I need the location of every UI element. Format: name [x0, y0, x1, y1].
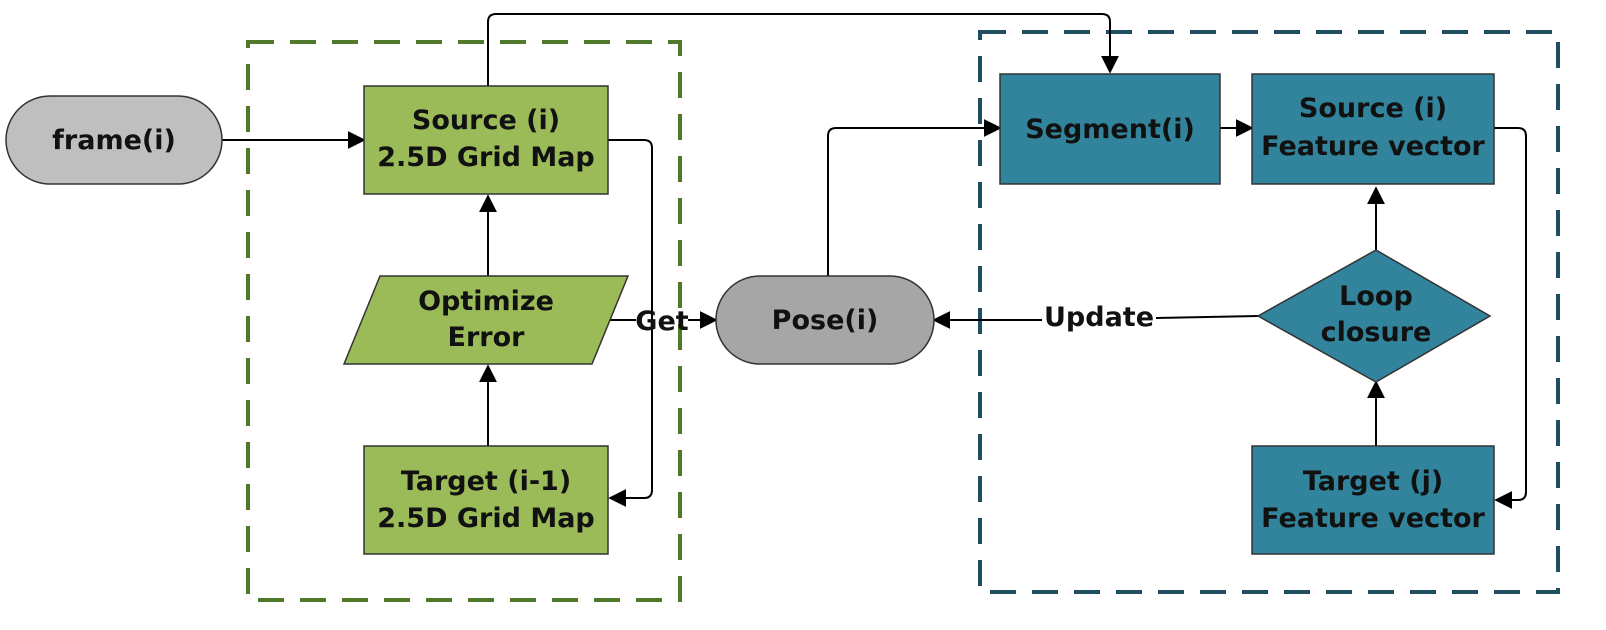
frame-label: frame(i) — [52, 125, 176, 156]
loop-line1: Loop — [1339, 281, 1413, 312]
optimize-line1: Optimize — [418, 286, 554, 317]
teal-group-border — [978, 30, 1560, 594]
source-map-node — [363, 85, 609, 195]
source-map-line2: 2.5D Grid Map — [377, 142, 595, 173]
edge-source-to-segment — [487, 13, 1119, 86]
segment-node — [999, 73, 1221, 185]
source-vector-line2: Feature vector — [1261, 131, 1485, 162]
target-map-line1: Target (i-1) — [401, 466, 571, 497]
edge-pose-to-segment — [827, 119, 1002, 276]
frame-node — [5, 95, 223, 185]
pose-node — [715, 275, 935, 365]
source-vector-node — [1251, 73, 1495, 185]
optimize-line2: Error — [448, 322, 526, 353]
pose-label: Pose(i) — [772, 305, 879, 336]
loop-line2: closure — [1321, 317, 1432, 348]
edge-label-update: Update — [1044, 302, 1154, 333]
edge-loop-to-update — [1155, 315, 1259, 319]
source-vector-line1: Source (i) — [1299, 93, 1447, 124]
target-vector-line1: Target (j) — [1303, 466, 1443, 497]
loop-closure-node — [1256, 249, 1492, 383]
source-map-line1: Source (i) — [412, 105, 560, 136]
green-group-border — [246, 40, 682, 602]
target-vector-line2: Feature vector — [1261, 503, 1485, 534]
target-vector-node — [1251, 445, 1495, 555]
target-map-line2: 2.5D Grid Map — [377, 503, 595, 534]
optimize-node — [342, 275, 630, 365]
segment-label: Segment(i) — [1025, 114, 1195, 145]
edge-sourcevec-to-targetvec — [1494, 127, 1527, 509]
target-map-node — [363, 445, 609, 555]
connectors — [222, 13, 1527, 509]
edge-source-to-target — [608, 139, 653, 507]
edge-label-get: Get — [635, 306, 688, 337]
